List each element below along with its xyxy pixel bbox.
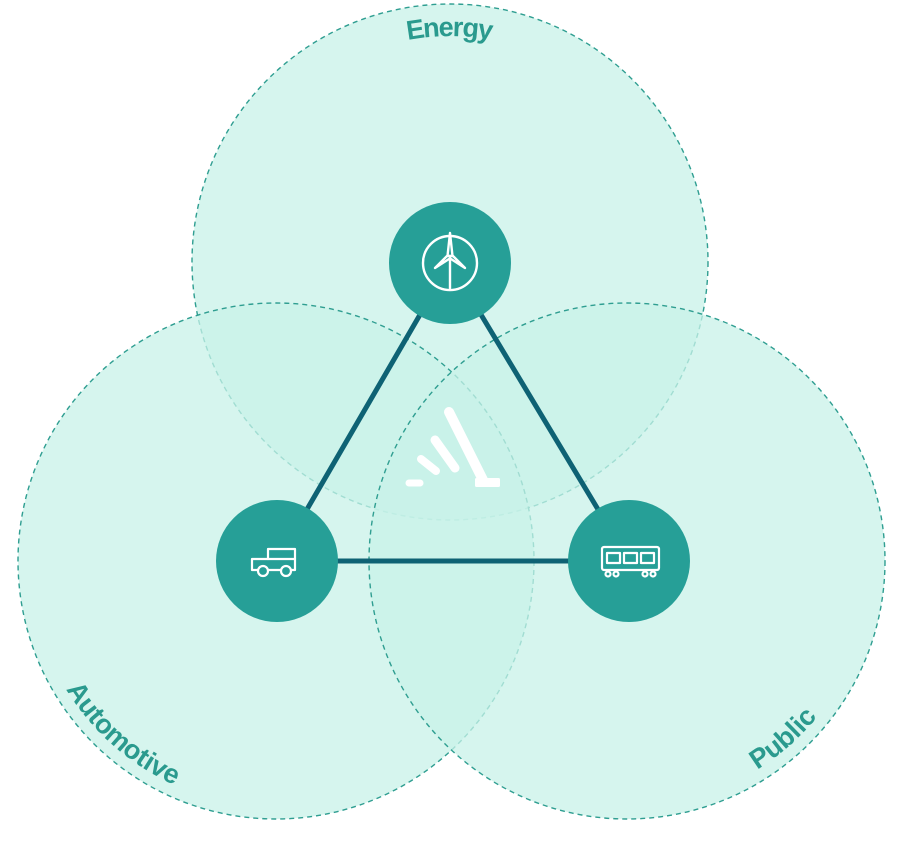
automotive-node <box>216 500 338 622</box>
train-icon <box>600 545 661 578</box>
energy-node <box>389 202 511 324</box>
vehicle-icon <box>250 547 297 578</box>
wind-turbine-icon <box>421 231 479 292</box>
energy-label: Energy <box>404 12 496 46</box>
signal-logo-icon <box>405 407 500 487</box>
public-node <box>568 500 690 622</box>
